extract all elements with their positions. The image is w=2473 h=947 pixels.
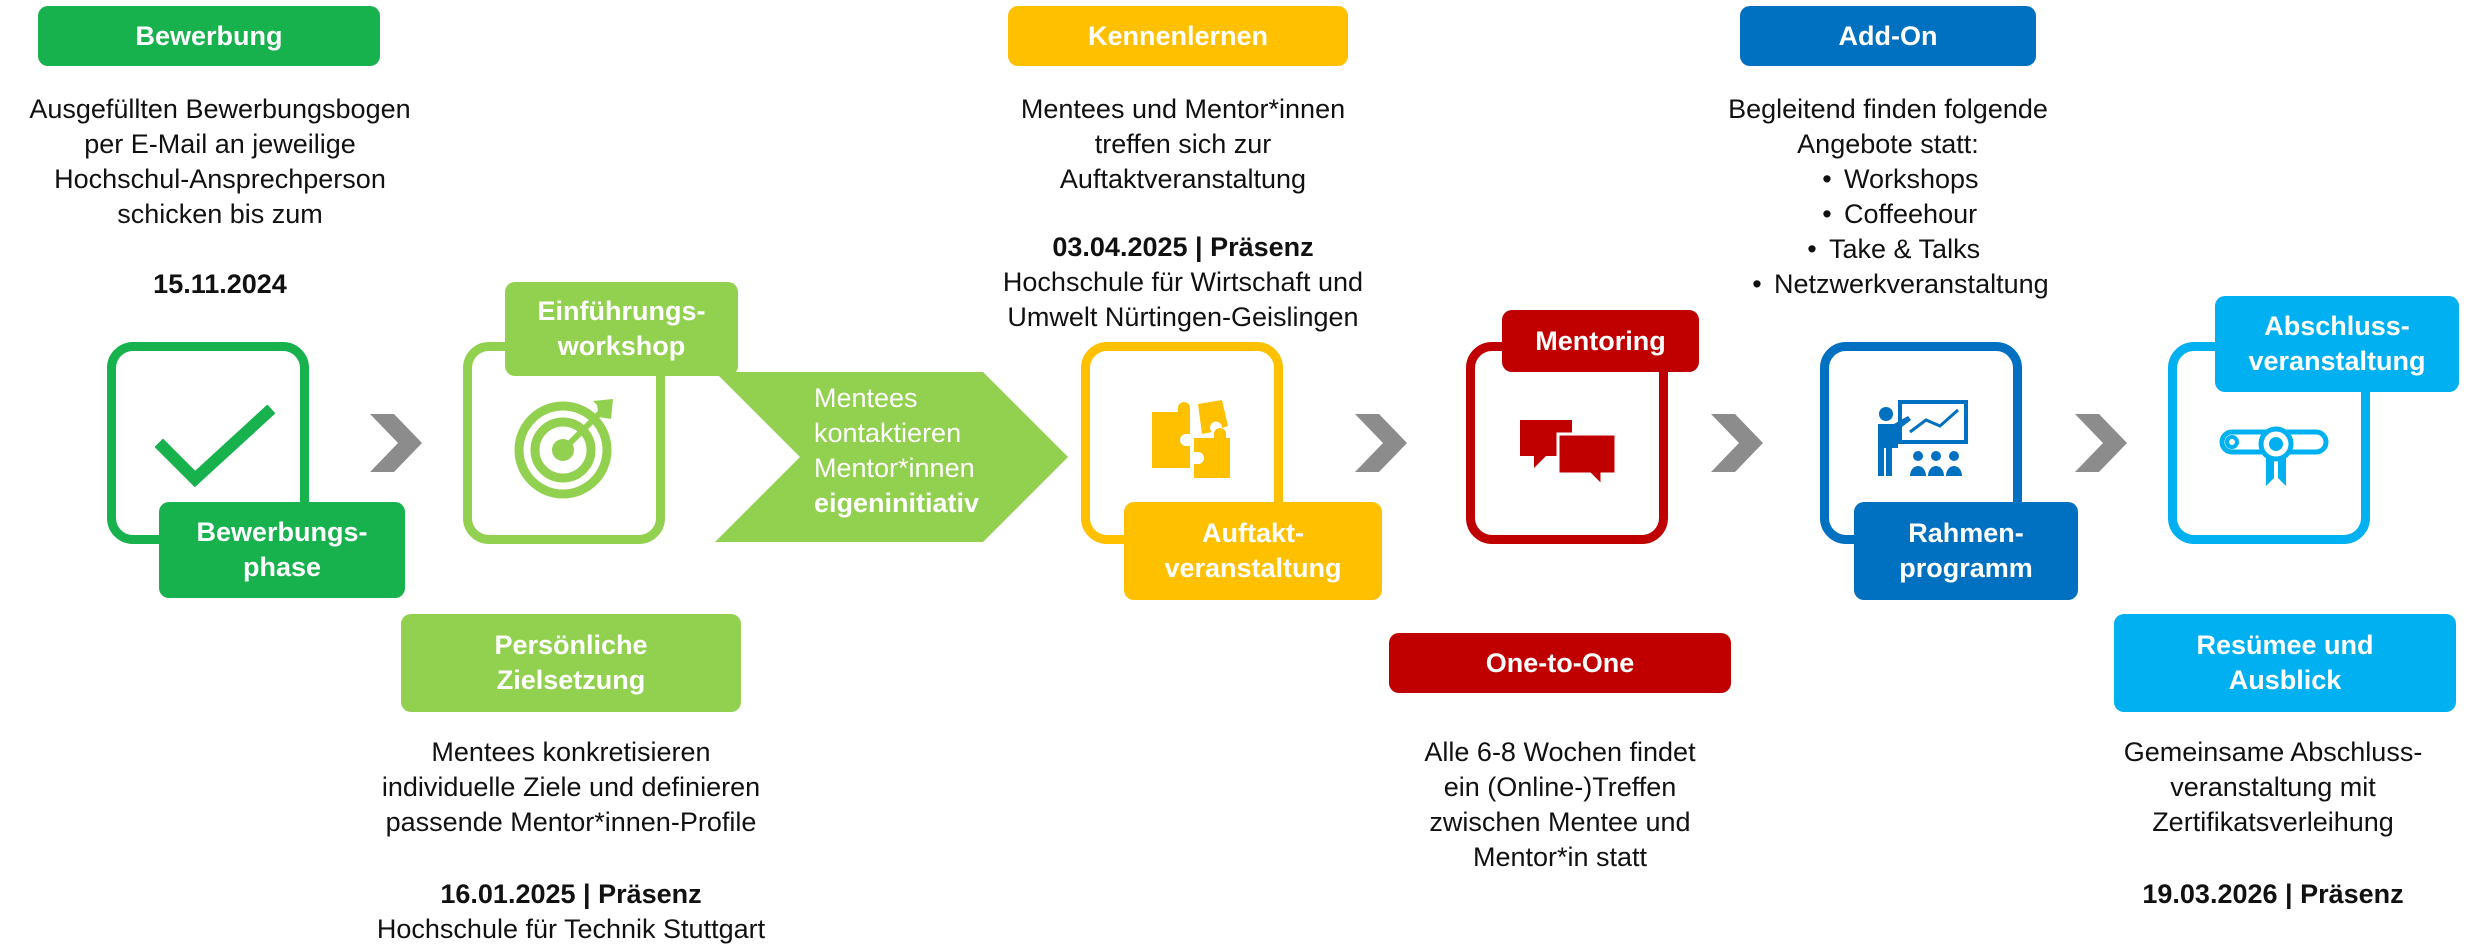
addon-list: •Workshops •Coffeehour bbox=[1810, 162, 1979, 232]
kennenlernen-location: Hochschule für Wirtschaft und Umwelt Nür… bbox=[1002, 267, 1364, 332]
list-item: •Take & Talks bbox=[1807, 234, 1981, 264]
bewerbung-header: Bewerbung bbox=[38, 6, 380, 66]
kennenlernen-description: Mentees und Mentor*innen treffen sich zu… bbox=[1020, 94, 1346, 194]
chevron-right-icon bbox=[2075, 414, 2127, 472]
bewerbung-date: 15.11.2024 bbox=[153, 269, 287, 299]
chevron-right-icon bbox=[370, 414, 422, 472]
abschluss-label: Abschluss- veranstaltung bbox=[2215, 296, 2459, 392]
addon-list-cont2: •Netzwerkveranstaltung bbox=[1740, 267, 2049, 302]
certificate-icon bbox=[2219, 426, 2329, 486]
mentoring-description: Alle 6-8 Wochen findet ein (Online-)Tref… bbox=[1424, 737, 1696, 872]
list-item: •Netzwerkveranstaltung bbox=[1752, 269, 2049, 299]
zielsetzung-description: Mentees konkretisieren individuelle Ziel… bbox=[381, 737, 761, 837]
contact-arrow-shape bbox=[715, 372, 1068, 542]
mentoring-label: Mentoring bbox=[1502, 310, 1699, 372]
zielsetzung-date: 16.01.2025 | Präsenz bbox=[440, 879, 702, 909]
chevron-right-icon bbox=[1711, 414, 1763, 472]
abschluss-date: 19.03.2026 | Präsenz bbox=[2142, 879, 2404, 909]
zielsetzung-header: Persönliche Zielsetzung bbox=[401, 614, 741, 712]
contact-arrow-text: Mentees kontaktieren Mentor*innen eigeni… bbox=[814, 383, 980, 518]
chevron-right-icon bbox=[1355, 414, 1407, 472]
addon-header: Add-On bbox=[1740, 6, 2036, 66]
one-to-one-header: One-to-One bbox=[1389, 633, 1731, 693]
list-item: •Coffeehour bbox=[1822, 199, 1978, 229]
chat-bubbles-icon bbox=[1520, 420, 1618, 484]
rahmenprogramm-label: Rahmen- programm bbox=[1854, 502, 2078, 600]
addon-description: Begleitend finden folgende Angebote stat… bbox=[1728, 94, 2048, 159]
workshop-label: Einführungs- workshop bbox=[505, 282, 738, 376]
kennenlernen-date: 03.04.2025 | Präsenz bbox=[1052, 232, 1314, 262]
resuemee-header: Resümee und Ausblick bbox=[2114, 614, 2456, 712]
bewerbung-phase-label: Bewerbungs- phase bbox=[159, 502, 405, 598]
kennenlernen-header: Kennenlernen bbox=[1008, 6, 1348, 66]
bewerbung-description: Ausgefüllten Bewerbungsbogen per E-Mail … bbox=[29, 94, 411, 229]
presentation-icon bbox=[1878, 400, 1968, 476]
abschluss-description: Gemeinsame Abschluss- veranstaltung mit … bbox=[2123, 737, 2423, 837]
auftakt-label: Auftakt- veranstaltung bbox=[1124, 502, 1382, 600]
puzzle-icon bbox=[1152, 400, 1230, 478]
list-item: •Workshops bbox=[1822, 164, 1979, 194]
zielsetzung-location: Hochschule für Technik Stuttgart bbox=[376, 914, 766, 944]
target-icon bbox=[514, 399, 613, 499]
addon-list-cont: •Take & Talks bbox=[1795, 232, 1980, 267]
checkmark-icon bbox=[155, 405, 275, 488]
